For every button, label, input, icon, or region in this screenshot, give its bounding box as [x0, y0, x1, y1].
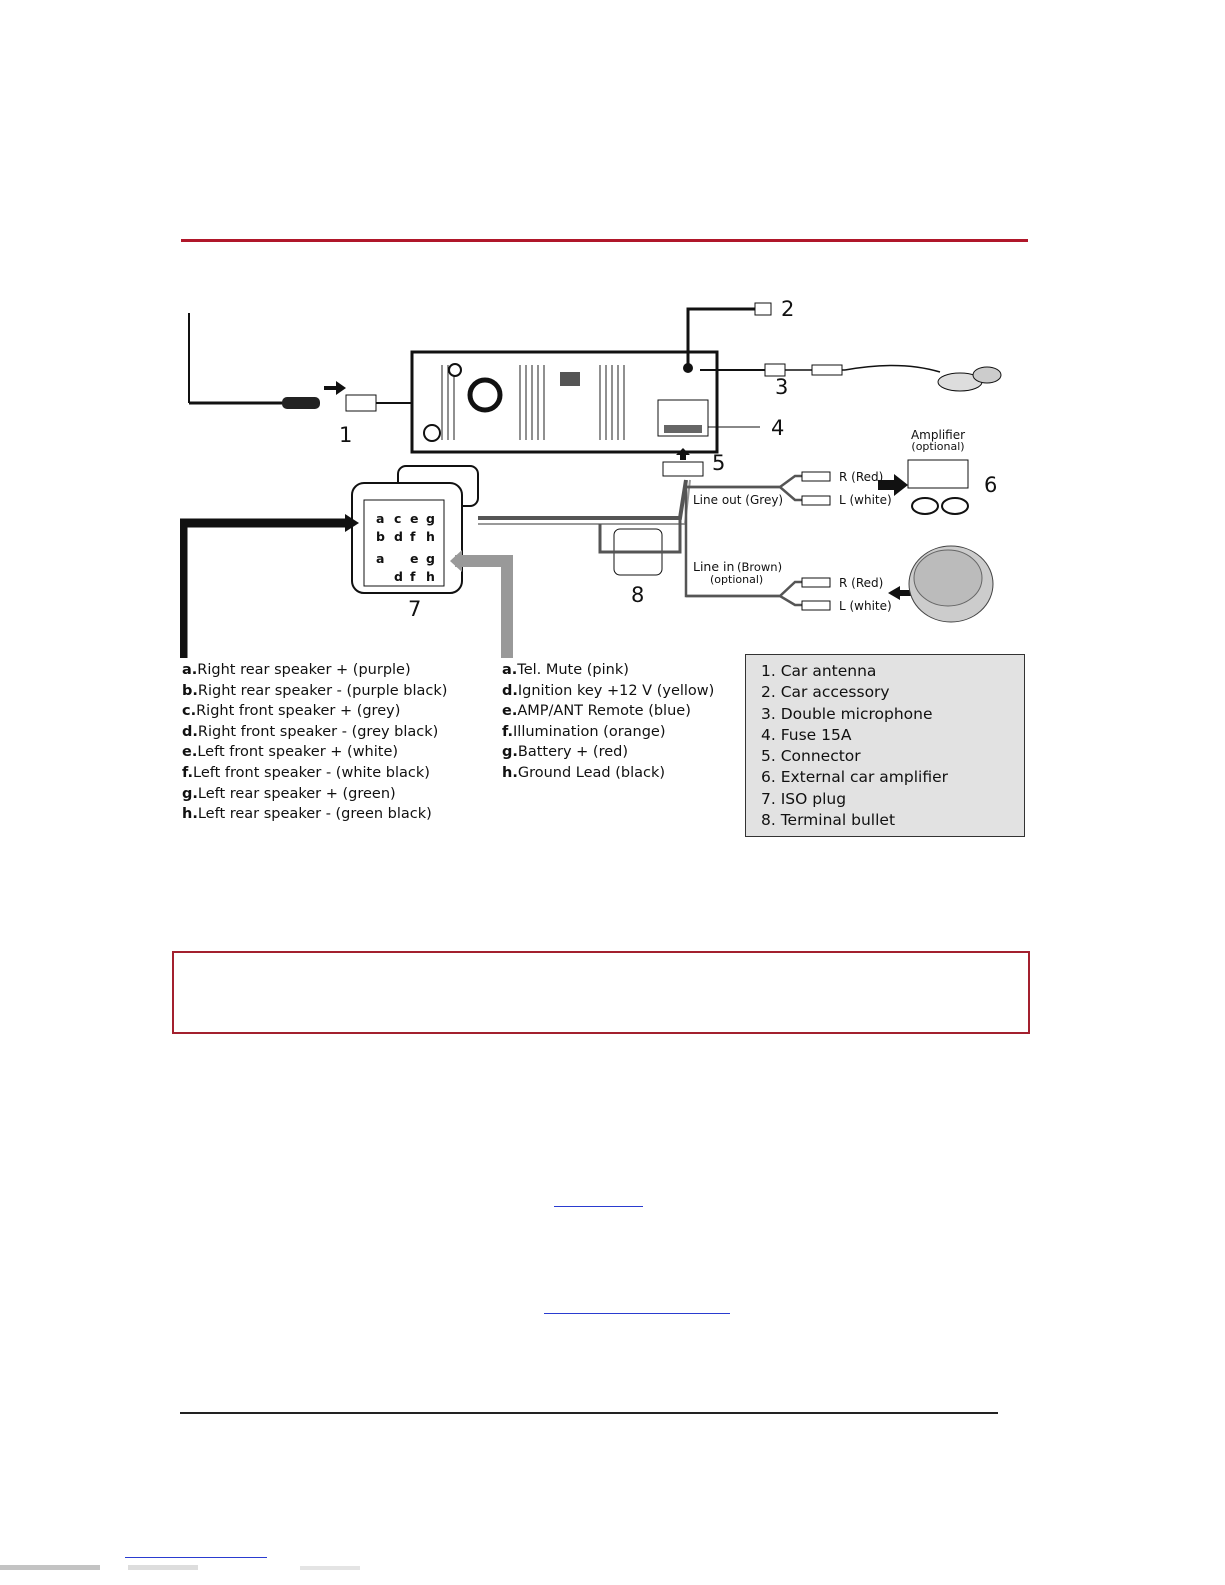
footer-rule: [180, 1412, 998, 1414]
callout-4: 4: [771, 416, 784, 440]
legend-item: 3. Double microphone: [761, 704, 933, 723]
left-wiring-list: a.Right rear speaker + (purple) b.Right …: [182, 660, 492, 825]
list-item: a.Tel. Mute (pink): [502, 662, 629, 678]
iso-pin: a: [376, 511, 384, 526]
header-rule: [181, 239, 1028, 242]
iso-pin: f: [410, 529, 416, 544]
callout-2: 2: [781, 297, 794, 321]
hyperlink-underline[interactable]: [544, 1313, 730, 1314]
list-item: c.Right front speaker + (grey): [182, 703, 401, 720]
bottom-scan-artifact: [0, 1565, 360, 1570]
wiring-diagram: 1 2 3 4 5 6 7 8 Amplifier (optional) Lin…: [180, 297, 1002, 658]
legend-item: 6. External car amplifier: [761, 768, 948, 787]
legend-item: 8. Terminal bullet: [761, 811, 896, 830]
iso-pin: g: [426, 551, 435, 566]
amplifier-optional: (optional): [911, 440, 964, 453]
list-item: d.Ignition key +12 V (yellow): [502, 682, 715, 699]
amplifier-icon: [878, 459, 969, 515]
hyperlink-underline[interactable]: [554, 1206, 643, 1207]
list-item: f.Illumination (orange): [502, 723, 666, 740]
iso-pin: b: [376, 529, 385, 544]
list-item: h.Left rear speaker - (green black): [182, 806, 432, 823]
list-item: f.Left front speaker - (white black): [182, 764, 430, 781]
callout-6: 6: [984, 473, 997, 497]
callout-5: 5: [712, 451, 725, 475]
list-item: g.Left rear speaker + (green): [182, 785, 396, 802]
line-in-optional: (optional): [710, 573, 763, 586]
radio-unit: [410, 350, 719, 454]
legend-item: 5. Connector: [761, 747, 861, 766]
iso-pin: h: [426, 569, 435, 584]
iso-pin: f: [410, 569, 416, 584]
microphone-icon: [937, 366, 1002, 392]
legend-item: 7. ISO plug: [761, 789, 847, 808]
list-item: e.AMP/ANT Remote (blue): [502, 703, 691, 720]
callout-3: 3: [775, 375, 788, 399]
list-item: h.Ground Lead (black): [502, 764, 666, 781]
line-in-r-label: R (Red): [839, 576, 883, 590]
iso-plug: [351, 465, 479, 594]
iso-pin: h: [426, 529, 435, 544]
line-out-l-label: L (white): [839, 493, 892, 507]
right-wiring-list: a.Tel. Mute (pink) d.Ignition key +12 V …: [502, 660, 742, 784]
iso-pin: a: [376, 551, 384, 566]
legend-item: 1. Car antenna: [761, 662, 877, 680]
iso-pin: e: [410, 551, 418, 566]
list-item: e.Left front speaker + (white): [182, 744, 399, 761]
line-in-color: (Brown): [737, 560, 782, 574]
callout-8: 8: [631, 583, 644, 607]
list-item: g.Battery + (red): [502, 744, 629, 761]
amplifier-title: Amplifier: [911, 428, 965, 442]
antenna-icon: [188, 313, 412, 412]
iso-pin: e: [410, 511, 418, 526]
note-box: [172, 951, 1030, 1034]
iso-pin: d: [394, 529, 403, 544]
iso-pin: d: [394, 569, 403, 584]
line-in-l-label: L (white): [839, 599, 892, 613]
line-in-label: Line in: [693, 559, 734, 574]
iso-pin: g: [426, 511, 435, 526]
iso-pin: c: [394, 511, 401, 526]
callout-7: 7: [408, 597, 421, 621]
list-item: d.Right front speaker - (grey black): [182, 723, 439, 740]
legend-item: 2. Car accessory: [761, 683, 890, 702]
legend-item: 4. Fuse 15A: [761, 725, 852, 744]
line-out-label: Line out (Grey): [693, 493, 783, 507]
cd-player-icon: [888, 545, 994, 623]
line-out-r-label: R (Red): [839, 470, 883, 484]
list-item: a.Right rear speaker + (purple): [182, 662, 411, 678]
bottom-link-underline[interactable]: [125, 1557, 267, 1558]
callout-1: 1: [339, 423, 352, 447]
list-item: b.Right rear speaker - (purple black): [182, 682, 448, 699]
parts-legend: 1. Car antenna 2. Car accessory 3. Doubl…: [745, 654, 1025, 837]
